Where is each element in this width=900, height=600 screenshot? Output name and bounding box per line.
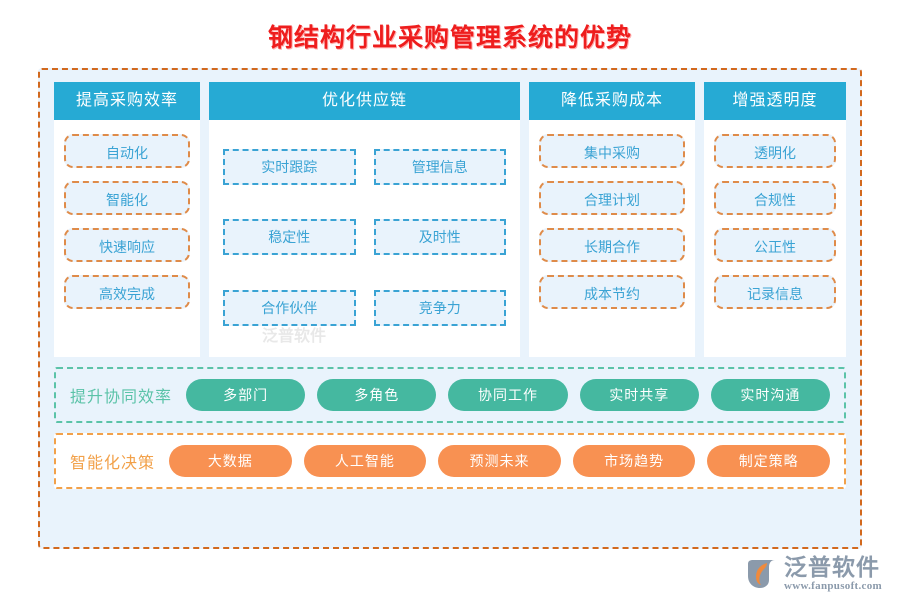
pill-item[interactable]: 实时沟通 — [710, 379, 831, 411]
pill-item[interactable]: 制定策略 — [707, 445, 830, 477]
chip-item[interactable]: 公正性 — [714, 228, 836, 262]
column-body-3: 集中采购 合理计划 长期合作 成本节约 — [529, 120, 695, 357]
column-header-4: 增强透明度 — [704, 82, 846, 120]
chip-item[interactable]: 成本节约 — [539, 275, 685, 309]
chip-item[interactable]: 竞争力 — [373, 289, 506, 326]
page-title: 钢结构行业采购管理系统的优势 — [267, 24, 632, 52]
chip-item[interactable]: 集中采购 — [539, 134, 685, 168]
pill-item[interactable]: 市场趋势 — [572, 445, 696, 477]
chip-item[interactable]: 合理计划 — [539, 181, 685, 215]
chip-item[interactable]: 管理信息 — [373, 149, 506, 186]
logo-website-url: www.fanpusoft.com — [784, 580, 882, 592]
diagram-container: 提高采购效率 自动化 智能化 快速响应 高效完成 优化供应链 实时跟踪 管理信息… — [38, 68, 862, 549]
column-optimize-supply-chain: 优化供应链 实时跟踪 管理信息 稳定性 及时性 合作伙伴 竞争力 — [209, 82, 520, 357]
column-header-2: 优化供应链 — [209, 82, 520, 120]
pill-row-intelligent-decision: 大数据 人工智能 预测未来 市场趋势 制定策略 — [169, 445, 830, 477]
columns-row: 提高采购效率 自动化 智能化 快速响应 高效完成 优化供应链 实时跟踪 管理信息… — [54, 82, 846, 357]
logo-text: 泛普软件 www.fanpusoft.com — [784, 556, 882, 592]
chip-item[interactable]: 快速响应 — [64, 228, 190, 262]
column-body-4: 透明化 合规性 公正性 记录信息 — [704, 120, 846, 357]
chip-item[interactable]: 记录信息 — [714, 275, 836, 309]
pill-item[interactable]: 多部门 — [186, 379, 306, 411]
logo-company-name: 泛普软件 — [784, 554, 880, 580]
column-reduce-cost: 降低采购成本 集中采购 合理计划 长期合作 成本节约 — [529, 82, 695, 357]
band-label-intelligent-decision: 智能化决策 — [70, 455, 156, 472]
column-header-3: 降低采购成本 — [529, 82, 695, 120]
column-body-2: 实时跟踪 管理信息 稳定性 及时性 合作伙伴 竞争力 — [209, 120, 520, 357]
fanpu-swoosh-icon — [745, 558, 779, 590]
column-enhance-transparency: 增强透明度 透明化 合规性 公正性 记录信息 — [704, 82, 846, 357]
pill-item[interactable]: 协同工作 — [448, 379, 568, 411]
chip-item[interactable]: 合规性 — [714, 181, 836, 215]
chip-item[interactable]: 高效完成 — [64, 275, 190, 309]
band-intelligent-decision: 智能化决策 大数据 人工智能 预测未来 市场趋势 制定策略 — [54, 433, 846, 489]
band-collaboration: 提升协同效率 多部门 多角色 协同工作 实时共享 实时沟通 — [54, 367, 846, 423]
chip-item[interactable]: 实时跟踪 — [223, 149, 356, 186]
column-body-1: 自动化 智能化 快速响应 高效完成 — [54, 120, 200, 357]
chip-item[interactable]: 稳定性 — [223, 219, 356, 256]
band-label-collaboration: 提升协同效率 — [70, 389, 173, 406]
company-logo: 泛普软件 www.fanpusoft.com — [745, 556, 882, 592]
pill-item[interactable]: 人工智能 — [303, 445, 427, 477]
chip-item[interactable]: 自动化 — [64, 134, 190, 168]
column-header-1: 提高采购效率 — [54, 82, 200, 120]
pill-item[interactable]: 大数据 — [169, 445, 292, 477]
pill-item[interactable]: 预测未来 — [438, 445, 561, 477]
chip-item[interactable]: 长期合作 — [539, 228, 685, 262]
chip-item[interactable]: 合作伙伴 — [223, 289, 356, 326]
chip-item[interactable]: 透明化 — [714, 134, 836, 168]
pill-item[interactable]: 实时共享 — [579, 379, 699, 411]
pill-item[interactable]: 多角色 — [317, 379, 437, 411]
pill-row-collaboration: 多部门 多角色 协同工作 实时共享 实时沟通 — [186, 379, 831, 411]
chip-item[interactable]: 及时性 — [373, 219, 506, 256]
column-improve-efficiency: 提高采购效率 自动化 智能化 快速响应 高效完成 — [54, 82, 200, 357]
chip-item[interactable]: 智能化 — [64, 181, 190, 215]
